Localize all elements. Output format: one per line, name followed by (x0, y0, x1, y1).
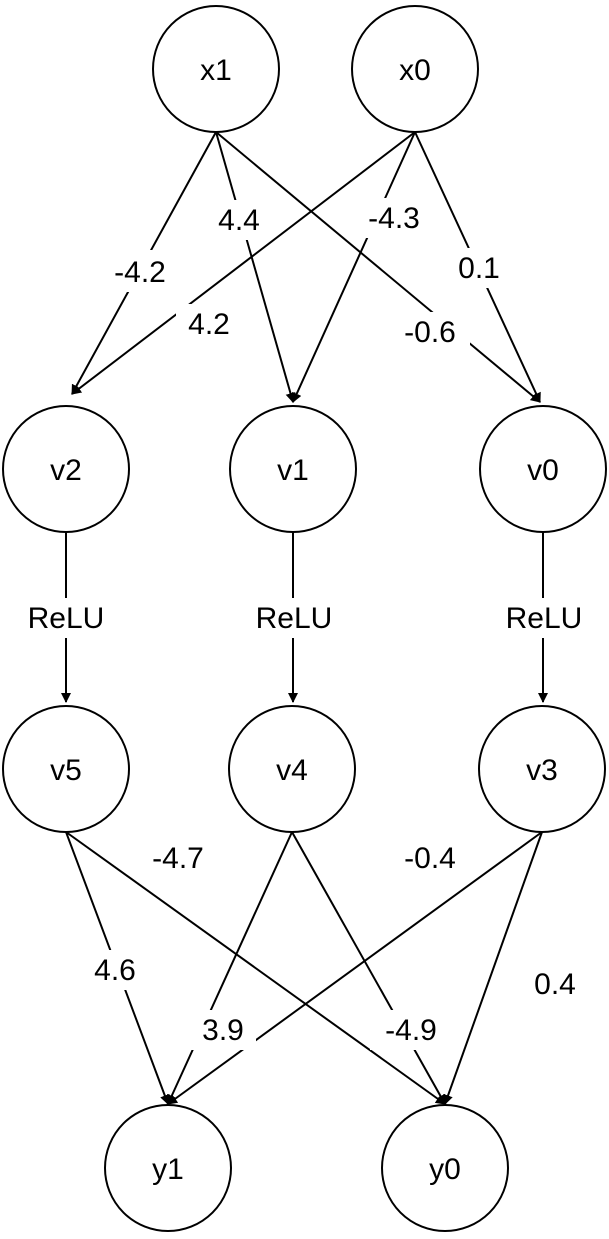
label-bg (100, 250, 182, 292)
node-v0: v0 (479, 405, 607, 533)
edge-x1-v1 (215, 131, 296, 403)
weight-x0-v1: -4.3 (368, 202, 420, 235)
edge-x0-v1 (292, 131, 416, 403)
weight-x1-v2: -4.2 (114, 256, 166, 289)
node-v2: v2 (2, 405, 130, 533)
weight-x1-v0: -0.6 (404, 316, 456, 349)
edge-v3-y0 (443, 831, 543, 1105)
node-y0: y0 (381, 1104, 509, 1232)
label-bg (370, 1010, 452, 1050)
activation-v1-v4: ReLU (256, 602, 333, 635)
weight-v4-y1: 3.9 (202, 1014, 244, 1047)
weight-v3-y1: -0.4 (404, 842, 456, 875)
node-x0: x0 (351, 5, 479, 133)
svg-text:v2: v2 (50, 454, 82, 487)
node-y1: y1 (104, 1104, 232, 1232)
svg-text:v3: v3 (526, 754, 558, 787)
label-bg (190, 1010, 256, 1050)
label-bg (352, 198, 436, 238)
edge-v5-y0 (65, 831, 446, 1105)
activation-v0-v3: ReLU (506, 602, 583, 635)
weight-v4-y0: -4.9 (385, 1014, 437, 1047)
label-bg (206, 200, 272, 240)
svg-text:y1: y1 (152, 1153, 184, 1186)
edge-x1-v0 (215, 131, 541, 403)
label-bg (390, 312, 470, 352)
edge-v3-y1 (167, 831, 543, 1105)
label-bg (446, 248, 512, 288)
svg-text:x1: x1 (200, 54, 232, 87)
svg-text:v1: v1 (277, 454, 309, 487)
label-bg (8, 598, 124, 638)
node-v4: v4 (228, 705, 356, 833)
edge-x0-v2 (71, 131, 416, 395)
edge-v4-y0 (291, 831, 446, 1105)
weight-x0-v0: 0.1 (458, 252, 500, 285)
edge-v4-y1 (167, 831, 293, 1105)
weight-v3-y0: 0.4 (534, 968, 576, 1001)
activation-v2-v5: ReLU (28, 602, 105, 635)
weight-v5-y1: 4.6 (94, 954, 136, 987)
svg-text:v0: v0 (527, 454, 559, 487)
weight-v5-y0: -4.7 (152, 842, 204, 875)
label-bg (176, 304, 242, 344)
node-v3: v3 (478, 705, 606, 833)
label-bg (82, 950, 148, 990)
svg-text:x0: x0 (399, 54, 431, 87)
weight-x1-v1: 4.4 (218, 204, 260, 237)
svg-text:v4: v4 (276, 754, 308, 787)
svg-text:v5: v5 (50, 754, 82, 787)
svg-text:y0: y0 (429, 1153, 461, 1186)
weight-x0-v2: 4.2 (188, 308, 230, 341)
node-x1: x1 (152, 5, 280, 133)
label-bg (236, 598, 352, 638)
node-v5: v5 (2, 705, 130, 833)
node-v1: v1 (229, 405, 357, 533)
label-bg (486, 598, 602, 638)
